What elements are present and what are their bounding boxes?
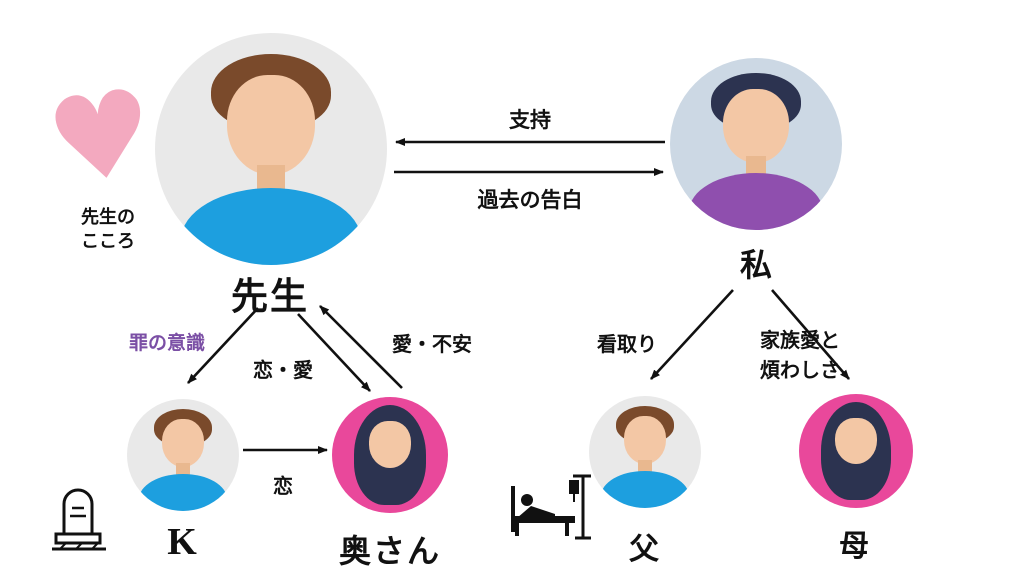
- node-label-sensei: 先生: [231, 277, 309, 318]
- edge-label-family-love-line1: 家族愛と: [760, 330, 840, 352]
- avatar-mother: [799, 394, 913, 508]
- father-face: [623, 416, 667, 465]
- watashi-neck: [745, 156, 767, 179]
- node-label-k: K: [167, 521, 199, 563]
- heart-icon: ♥: [38, 61, 163, 213]
- watashi-face: [723, 88, 789, 163]
- edge-label-support: 支持: [509, 108, 551, 132]
- mother-face: [835, 417, 877, 464]
- edge-label-deathbed-care: 看取り: [597, 334, 657, 356]
- avatar-k: [127, 399, 239, 511]
- avatar-okusan: [332, 397, 448, 513]
- edge-label-love-anxiety: 愛・不安: [392, 334, 472, 356]
- avatar-sensei: [155, 33, 387, 265]
- edge-label-family-love: 家族愛と 煩わしさ: [760, 326, 890, 386]
- father-shirt: [601, 471, 689, 508]
- arrow-love-anxiety: [319, 305, 403, 389]
- avatar-father: [589, 396, 701, 508]
- heart-caption-line2: こころ: [81, 231, 135, 252]
- arrow-guilt: [187, 307, 259, 384]
- father-neck: [638, 459, 652, 475]
- sensei-shirt: [180, 188, 362, 265]
- arrow-love-affection: [297, 313, 371, 392]
- node-label-father: 父: [629, 533, 661, 566]
- k-shirt: [139, 474, 227, 511]
- k-neck: [176, 462, 190, 478]
- edge-label-family-love-line2: 煩わしさ: [760, 360, 840, 382]
- heart-caption: 先生の こころ: [48, 205, 168, 254]
- node-label-watashi: 私: [739, 247, 774, 283]
- edge-label-love: 恋: [273, 476, 293, 498]
- okusan-face: [369, 421, 411, 468]
- watashi-shirt: [688, 173, 824, 230]
- tombstone-icon: [52, 488, 106, 551]
- node-label-mother: 母: [839, 530, 871, 563]
- arrow-family-love: [771, 289, 850, 380]
- heart-caption-line1: 先生の: [81, 207, 135, 227]
- arrow-deathbed-care: [650, 289, 734, 380]
- avatar-watashi: [670, 58, 842, 230]
- sensei-face: [226, 74, 316, 175]
- edge-label-guilt: 罪の意識: [128, 333, 205, 354]
- node-label-okusan: 奥さん: [338, 533, 441, 569]
- hospital-bed-icon: [511, 474, 591, 540]
- edge-label-confession: 過去の告白: [477, 188, 583, 212]
- edge-label-love-affection: 恋・愛: [253, 360, 313, 382]
- k-face: [161, 419, 205, 468]
